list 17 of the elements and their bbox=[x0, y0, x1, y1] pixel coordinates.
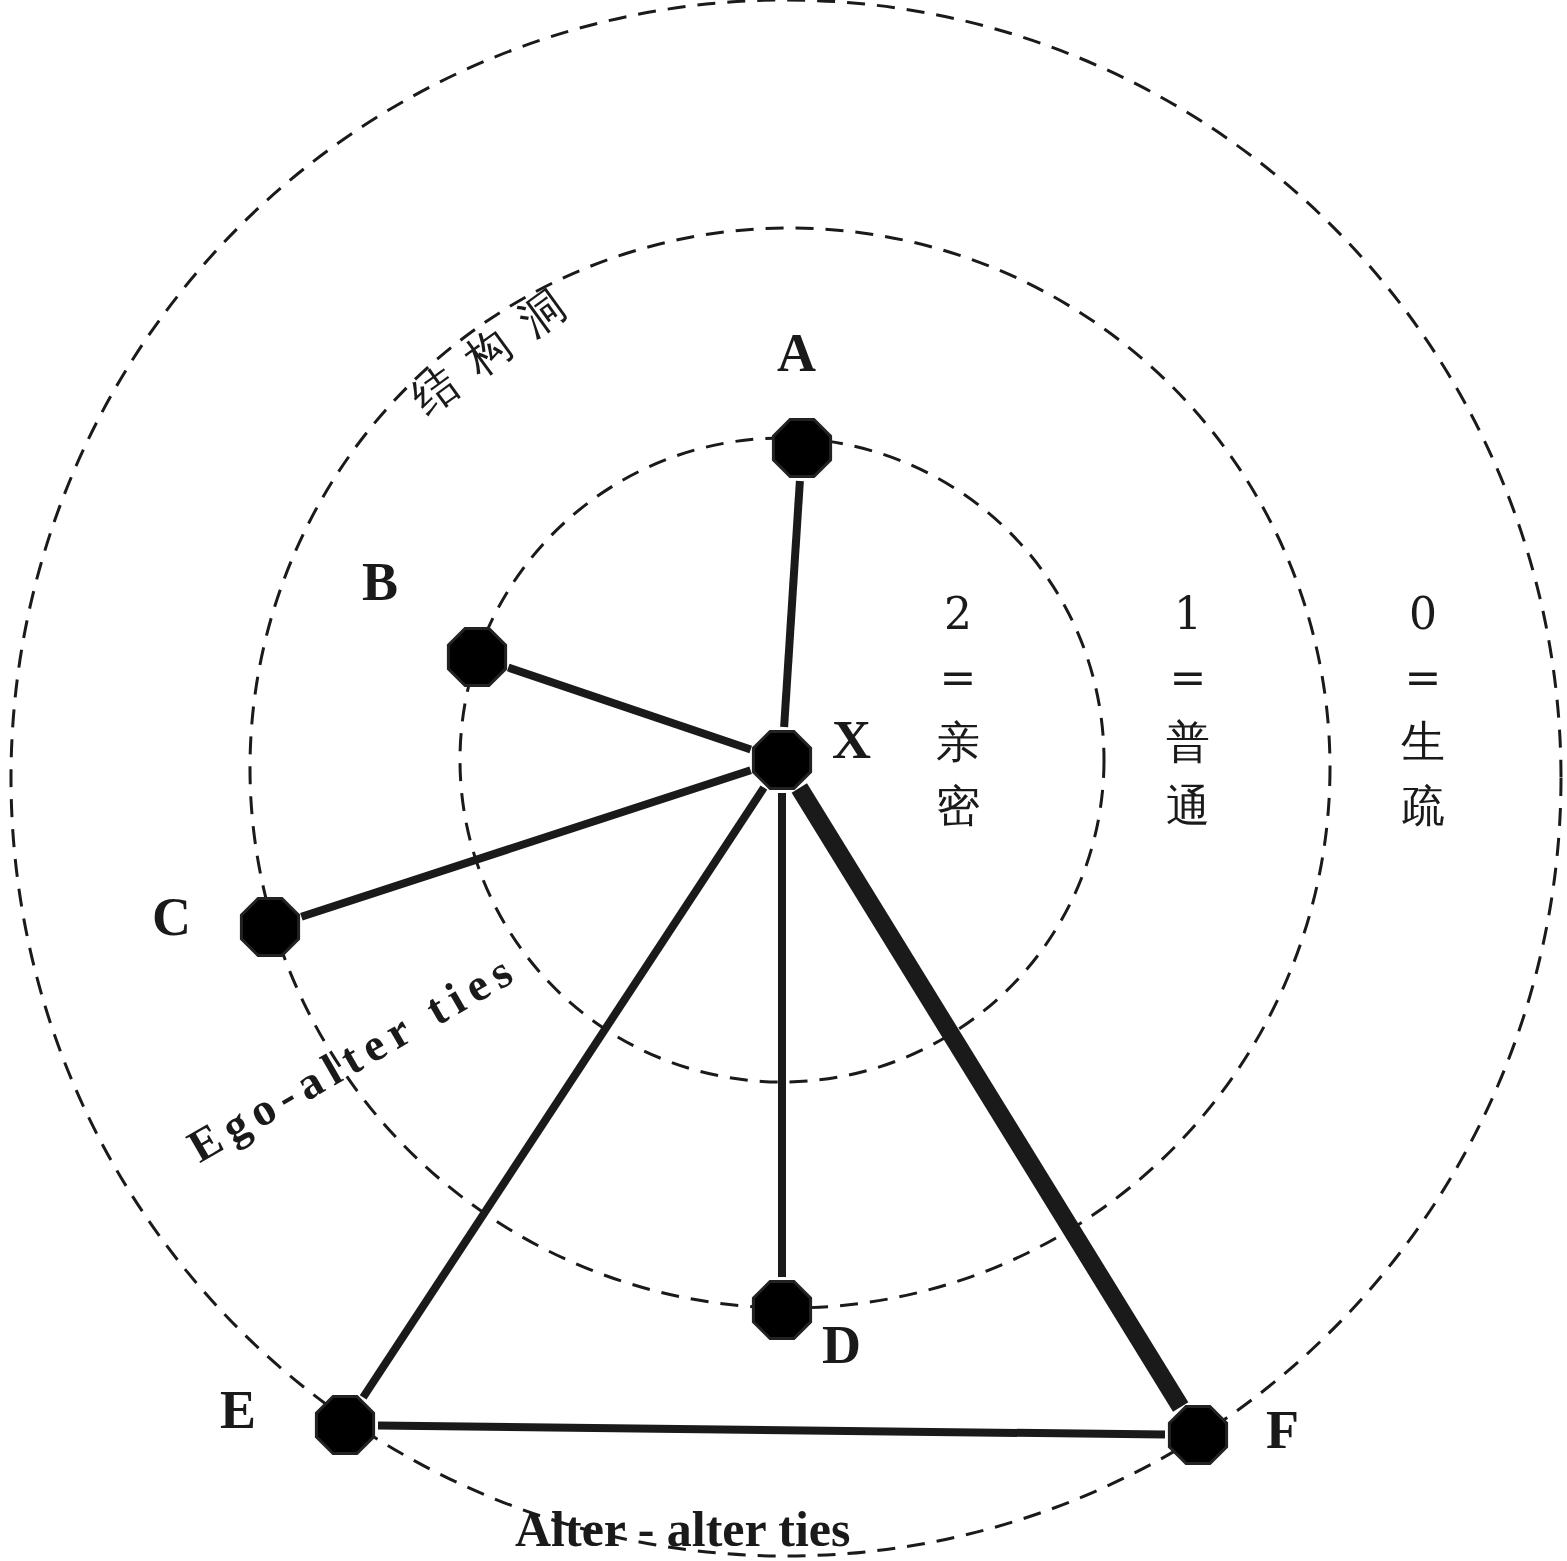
node-letter: B bbox=[362, 555, 399, 609]
node-letter: A bbox=[777, 326, 816, 380]
node-letter: D bbox=[822, 1318, 861, 1372]
node-letter: X bbox=[832, 713, 871, 767]
node-letter: C bbox=[152, 890, 191, 944]
tie-line bbox=[359, 785, 768, 1400]
node-letter: F bbox=[1266, 1403, 1299, 1457]
structural-hole-label: 结构洞 bbox=[400, 265, 593, 426]
tie-strength-label: 0=生疏 bbox=[1400, 587, 1446, 833]
tie-strength-label: 1=普通 bbox=[1165, 587, 1211, 833]
tie-line bbox=[791, 783, 1189, 1412]
node-letter: E bbox=[220, 1383, 257, 1437]
tie-line bbox=[300, 766, 752, 921]
tie-line bbox=[507, 663, 752, 754]
tie-line bbox=[377, 1421, 1166, 1439]
alter-alter-label: Alter - alter ties bbox=[515, 1500, 851, 1558]
tie-strength-label: 2=亲密 bbox=[935, 587, 981, 833]
